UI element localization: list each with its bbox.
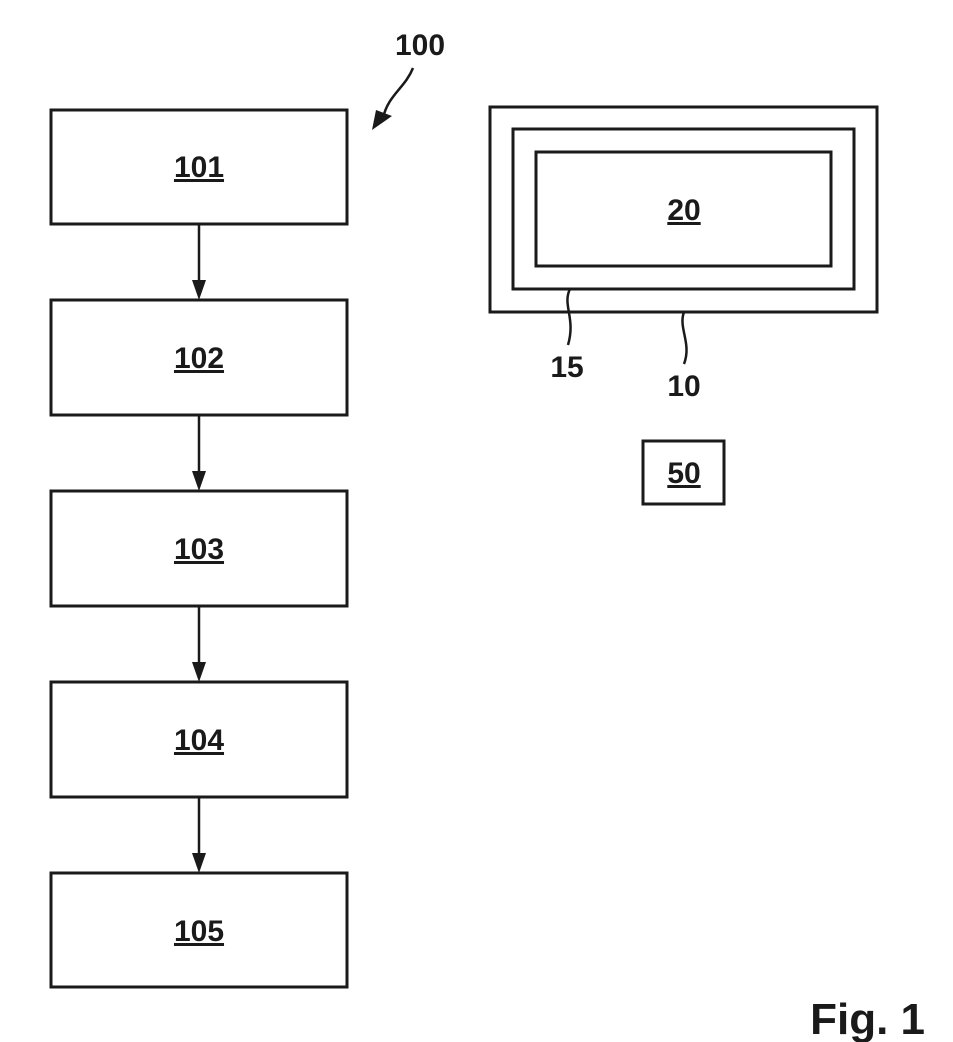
flow-arrowhead-1 — [192, 280, 206, 300]
step-label-102: 102 — [174, 342, 224, 375]
flow-arrowhead-2 — [192, 471, 206, 491]
component-box-50: 50 — [643, 441, 724, 504]
step-box-102: 102 — [51, 300, 347, 415]
step-label-103: 103 — [174, 533, 224, 566]
step-box-101: 101 — [51, 110, 347, 224]
outer-housing-leader-line — [682, 312, 686, 364]
component-label-50: 50 — [667, 457, 700, 490]
step-box-105: 105 — [51, 873, 347, 987]
outer-housing-label: 10 — [667, 370, 700, 403]
inner-frame-label: 15 — [550, 351, 583, 384]
step-label-105: 105 — [174, 915, 224, 948]
method-reference-label: 100 — [395, 29, 445, 62]
flow-arrowhead-4 — [192, 853, 206, 873]
flow-arrowhead-3 — [192, 662, 206, 682]
method-pointer-line — [383, 68, 413, 118]
device-assembly: 20 — [490, 107, 877, 312]
step-box-103: 103 — [51, 491, 347, 606]
core-element-label: 20 — [667, 194, 700, 227]
step-box-104: 104 — [51, 682, 347, 797]
method-pointer-arrowhead — [372, 110, 392, 130]
step-label-101: 101 — [174, 151, 224, 184]
figure-label: Fig. 1 — [810, 995, 925, 1042]
step-label-104: 104 — [174, 724, 224, 757]
